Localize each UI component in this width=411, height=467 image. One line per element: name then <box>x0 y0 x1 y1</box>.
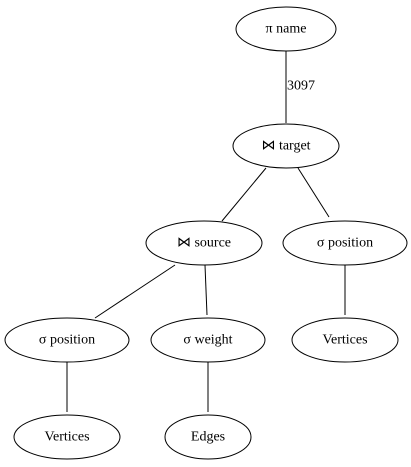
node-label: Vertices <box>322 333 367 348</box>
node-join-target: ⋈ target <box>232 123 340 169</box>
node-vertices-right: Vertices <box>291 317 399 363</box>
node-vertices-left: Vertices <box>13 414 121 460</box>
node-label: σ position <box>317 236 373 251</box>
node-select-position-right: σ position <box>282 220 408 266</box>
edge-join-target-to-select-position-right <box>297 167 330 218</box>
node-select-position-left: σ position <box>4 317 130 363</box>
edges: 3097 <box>66 51 346 412</box>
node-label: ⋈ source <box>177 236 231 251</box>
node-project-name: π name <box>235 6 337 52</box>
node-label: σ position <box>39 333 95 348</box>
edge-join-target-to-join-source <box>221 167 267 222</box>
edge-join-source-to-select-position-left <box>94 264 176 319</box>
node-label: σ weight <box>183 333 232 348</box>
node-label: π name <box>266 22 307 37</box>
edge-join-source-to-select-weight <box>204 264 208 316</box>
node-label: Edges <box>191 430 225 445</box>
edge-label-row-count: 3097 <box>287 79 315 94</box>
nodes: π name ⋈ target ⋈ source σ position σ po… <box>4 6 408 460</box>
node-label: ⋈ target <box>261 139 310 154</box>
node-label: Vertices <box>44 430 89 445</box>
node-select-weight: σ weight <box>150 317 266 363</box>
node-join-source: ⋈ source <box>145 220 263 266</box>
node-edges: Edges <box>164 414 252 460</box>
